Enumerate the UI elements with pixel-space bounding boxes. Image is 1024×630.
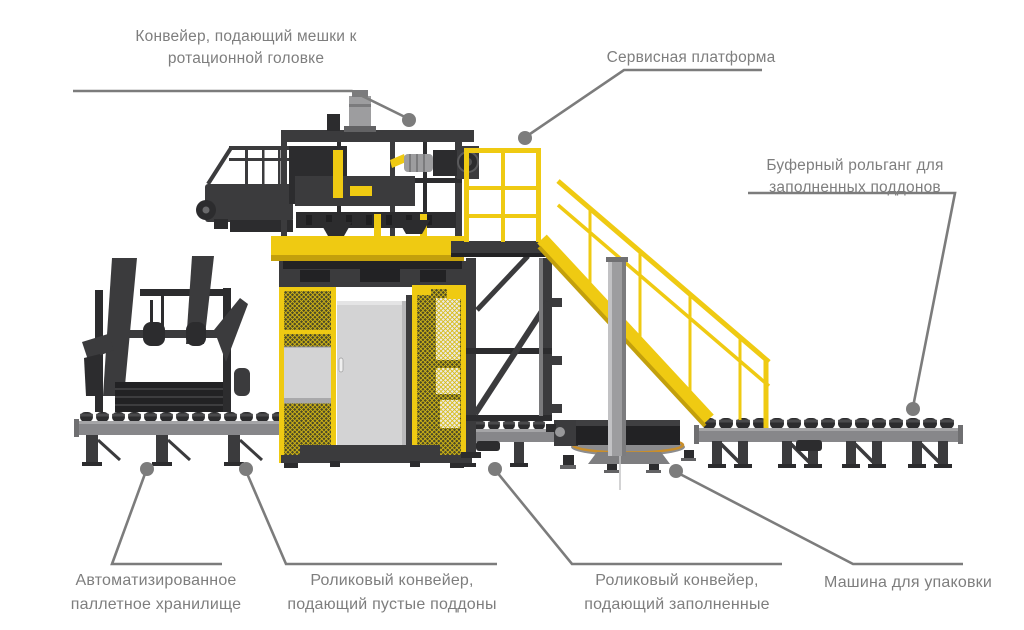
leader-service-platform: [518, 68, 762, 145]
label-line: Буферный рольганг для: [766, 157, 944, 174]
label-service-platform: Сервисная платформа: [607, 47, 776, 69]
label-line: заполненных поддонов: [769, 179, 941, 196]
label-line: подающий пустые поддоны: [287, 596, 497, 613]
label-wrapping-machine: Машина для упаковки: [824, 571, 992, 595]
label-line: ротационной головке: [167, 50, 325, 67]
label-line: паллетное хранилище: [70, 596, 242, 613]
label-line: Конвейер, подающий мешки к: [135, 28, 357, 45]
leader-filled-pallet-conveyor: [488, 462, 782, 566]
label-line: Роликовый конвейер,: [310, 572, 474, 589]
pallet-storage-unit: [74, 256, 301, 466]
palletizer-safety-cage: [279, 285, 466, 468]
leader-pallet-storage: [110, 462, 222, 566]
label-bag-feed-conveyor: Конвейер, подающий мешки к ротационной г…: [135, 26, 356, 70]
label-line: Сервисная платформа: [606, 49, 776, 66]
buffer-roller-conveyor: [694, 418, 963, 470]
cage-top-band: [279, 261, 466, 287]
label-pallet-storage: Автоматизированное паллетное хранилище: [71, 569, 242, 617]
service-platform-structure: [451, 148, 549, 257]
leader-empty-pallet-conveyor: [239, 462, 497, 566]
bag-infeed-conveyor: [196, 146, 293, 232]
rotary-head-frame: [281, 90, 479, 258]
main-yellow-beam: [271, 236, 464, 261]
label-empty-pallet-conveyor: Роликовый конвейер, подающий пустые подд…: [287, 569, 496, 617]
label-line: Машина для упаковки: [823, 574, 993, 591]
label-line: Роликовый конвейер,: [595, 572, 759, 589]
leader-bag-feed-conveyor: [73, 89, 416, 127]
label-filled-pallet-conveyor: Роликовый конвейер, подающий заполненные: [584, 569, 770, 617]
leader-wrapping-machine: [669, 464, 963, 566]
label-buffer-rollgang: Буферный рольганг для заполненных поддон…: [766, 155, 943, 199]
staircase: [537, 179, 771, 428]
label-line: подающий заполненные: [584, 596, 770, 613]
label-line: Автоматизированное: [75, 572, 237, 589]
pallet-wrapper: [546, 257, 696, 490]
door-handle: [338, 357, 344, 373]
leader-buffer-rollgang: [748, 191, 957, 416]
wrapper-mast: [606, 257, 628, 456]
platform-support-frame: [461, 254, 562, 458]
